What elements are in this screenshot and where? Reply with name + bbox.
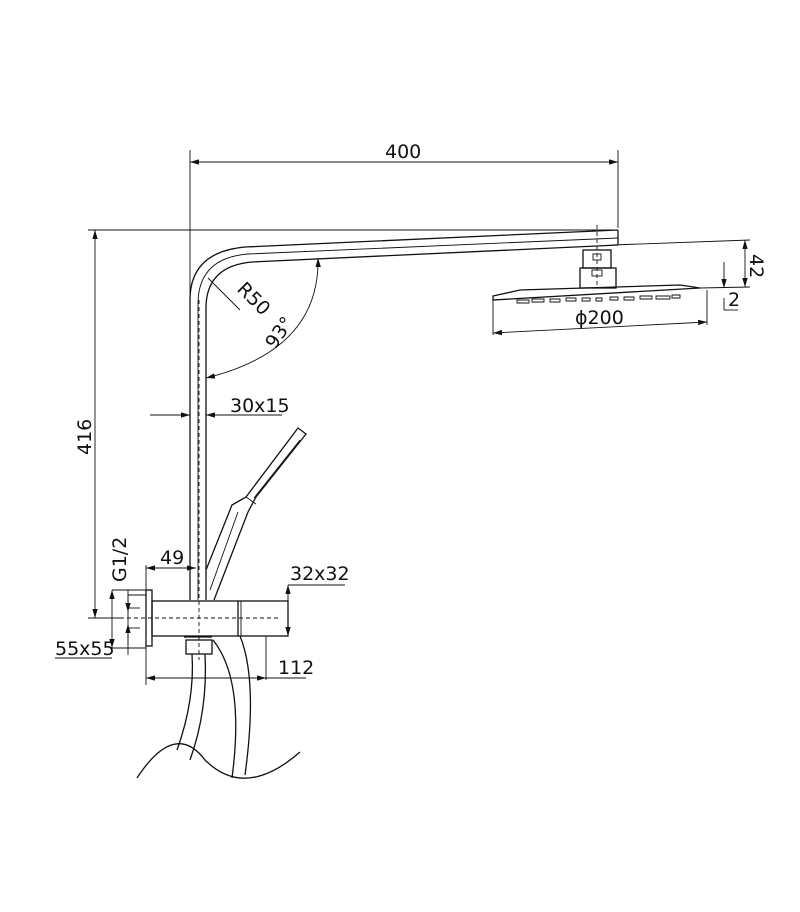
nozzles — [516, 294, 681, 304]
dim-angle: 93° — [261, 313, 298, 353]
dim-offset-49: 49 — [160, 547, 184, 569]
wall-connector — [120, 589, 289, 655]
dim-head-height: 42 — [745, 254, 767, 278]
dim-body-section: 32x32 — [290, 563, 350, 585]
dim-body-length: 112 — [278, 657, 314, 679]
dimension-lines — [55, 150, 751, 685]
dim-height-416: 416 — [74, 419, 96, 455]
dim-radius: R50 — [232, 278, 274, 320]
hose — [136, 635, 301, 779]
dim-head-thickness: 2 — [728, 289, 740, 311]
dim-pipe-section: 30x15 — [230, 395, 290, 417]
hand-shower — [205, 427, 307, 601]
dim-flange: 55x55 — [55, 638, 115, 660]
dim-thread: G1/2 — [109, 537, 131, 582]
dim-width-400: 400 — [385, 141, 421, 163]
shower-head — [492, 225, 701, 304]
dim-head-diameter: ϕ200 — [575, 307, 624, 329]
